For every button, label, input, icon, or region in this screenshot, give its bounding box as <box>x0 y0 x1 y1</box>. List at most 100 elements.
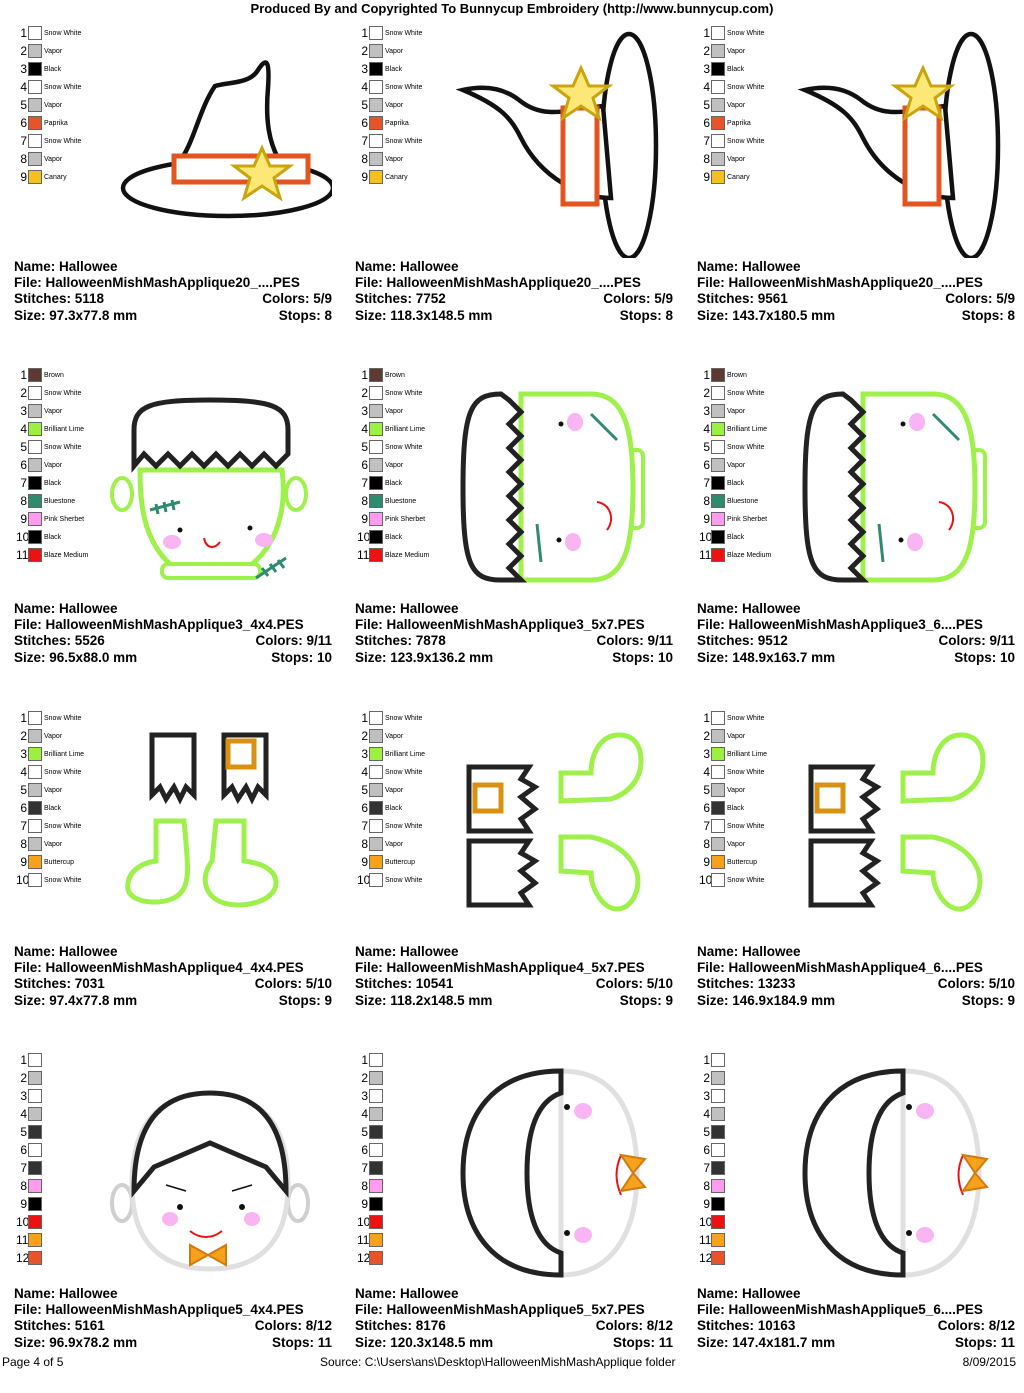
thread-swatch <box>369 458 383 472</box>
thread-swatch <box>711 458 725 472</box>
thread-index: 4 <box>20 422 27 436</box>
thread-name: Black <box>727 480 745 487</box>
thread-swatch <box>28 458 42 472</box>
thread-index: 3 <box>703 747 710 761</box>
info-line: Size: 148.9x163.7 mm Stops: 10 <box>697 650 1015 666</box>
hat-side-design-image <box>783 28 1015 261</box>
thread-swatch <box>28 819 42 833</box>
design-size: 97.3x77.8 mm <box>49 307 138 323</box>
thread-swatch <box>369 1071 383 1085</box>
thread-index: 2 <box>361 386 368 400</box>
design-info: Name: Hallowee File: HalloweenMishMashAp… <box>14 1286 332 1351</box>
thread-swatch <box>28 873 42 887</box>
thread-index: 7 <box>361 134 368 148</box>
thread-swatch <box>369 98 383 112</box>
thread-swatch <box>369 1125 383 1139</box>
thread-index: 3 <box>20 747 27 761</box>
feet-front-design-image <box>100 713 332 943</box>
thread-swatch <box>711 512 725 526</box>
thread-name: Black <box>727 534 745 541</box>
thread-name: Vapor <box>727 462 746 469</box>
thread-index: 1 <box>20 368 27 382</box>
stitch-count: 5118 <box>74 291 105 307</box>
thread-index: 2 <box>361 1071 368 1085</box>
file-label: File: <box>14 1302 42 1318</box>
stitch-count: 13233 <box>757 976 796 992</box>
info-line: Stitches: 5118 Colors: 5/9 <box>14 291 332 307</box>
thread-swatch <box>711 1143 725 1157</box>
info-right: Colors: 8/12 <box>255 1318 332 1334</box>
size-label: Size: <box>355 1334 387 1350</box>
thread-name: Vapor <box>44 841 63 848</box>
file-label: File: <box>355 275 383 291</box>
thread-swatch <box>28 152 42 166</box>
thread-index: 5 <box>703 440 710 454</box>
thread-index: 3 <box>361 1089 368 1103</box>
thread-swatch <box>711 116 725 130</box>
thread-name: Brilliant Lime <box>385 426 426 433</box>
thread-name: Snow White <box>44 769 82 776</box>
thread-name: Pink Sherbet <box>385 516 426 523</box>
thread-index: 6 <box>20 458 27 472</box>
thread-swatch <box>369 837 383 851</box>
thread-index: 10 <box>699 873 713 887</box>
thread-index: 7 <box>361 476 368 490</box>
thread-swatch <box>711 152 725 166</box>
thread-index: 3 <box>703 62 710 76</box>
thread-index: 4 <box>703 422 710 436</box>
thread-color-row: 7 <box>16 1161 136 1179</box>
thread-index: 2 <box>703 1071 710 1085</box>
info-right: Stops: 8 <box>620 308 673 324</box>
thread-color-row: 9 <box>16 1197 136 1215</box>
info-line: Stitches: 10163 Colors: 8/12 <box>697 1318 1015 1334</box>
thread-swatch <box>711 783 725 797</box>
thread-index: 5 <box>361 1125 368 1139</box>
info-right: Colors: 5/10 <box>596 976 673 992</box>
thread-swatch <box>369 368 383 382</box>
thread-name: Snow White <box>44 877 82 884</box>
color-count: 9/11 <box>647 633 673 649</box>
thread-color-row: 10 <box>699 1215 819 1233</box>
info-line: Name: Hallowee <box>697 259 1015 275</box>
stitch-count: 5526 <box>74 633 105 649</box>
thread-color-row: 8 <box>357 1179 477 1197</box>
drac-side-design-image <box>783 1055 1015 1285</box>
thread-swatch <box>369 1233 383 1247</box>
size-label: Size: <box>697 1334 729 1350</box>
page-number: Page 4 of 5 <box>2 1355 64 1369</box>
thread-name: Black <box>385 480 403 487</box>
thread-color-row: 10 <box>357 1215 477 1233</box>
design-name: Hallowee <box>400 944 459 959</box>
thread-color-row: 7 <box>699 1161 819 1179</box>
thread-color-row: 11 <box>699 1233 819 1251</box>
thread-swatch <box>369 855 383 869</box>
thread-swatch <box>28 1197 42 1211</box>
thread-name: Vapor <box>44 787 63 794</box>
thread-swatch <box>711 26 725 40</box>
thread-color-row: 11 <box>357 1233 477 1251</box>
info-line: Size: 120.3x148.5 mm Stops: 11 <box>355 1335 673 1351</box>
thread-index: 4 <box>20 1107 27 1121</box>
thread-index: 4 <box>361 422 368 436</box>
thread-index: 4 <box>703 80 710 94</box>
thread-color-row: 5 <box>16 1125 136 1143</box>
thread-name: Black <box>44 66 62 73</box>
